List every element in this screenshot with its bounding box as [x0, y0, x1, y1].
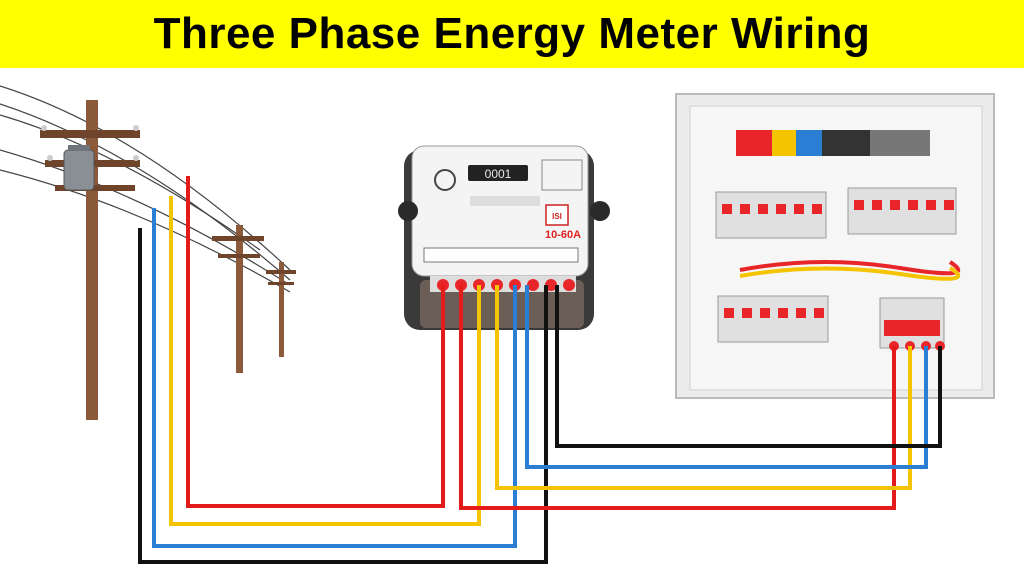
meter-display [468, 165, 528, 181]
meter-terminal-block [430, 276, 576, 292]
wire-yellow-input [169, 196, 481, 526]
isi-mark-text: ISI [552, 212, 562, 221]
wiring-diagram: 0001 ISI 10-60A [0, 85, 995, 564]
meter-rating: 10-60A [545, 229, 581, 241]
isi-mark-icon [545, 204, 569, 226]
wire-black-input [138, 228, 548, 564]
utility-pole-mid [212, 225, 264, 373]
wire-blue-input [152, 208, 517, 548]
wire-black-output [555, 285, 942, 448]
meter-logo-icon [434, 169, 456, 191]
wire-yellow-output [495, 285, 912, 490]
mcb-row-3 [717, 295, 829, 343]
overhead-lines [0, 85, 291, 293]
mcb-row-1 [715, 191, 827, 239]
busbar-top [736, 130, 930, 156]
utility-pole-near [40, 100, 140, 420]
supply-wires [138, 176, 548, 564]
transformer-icon [63, 145, 95, 191]
load-wires [459, 285, 942, 510]
meter-reading: 0001 [485, 167, 512, 181]
meter-circuit-label [541, 159, 583, 191]
distribution-panel [675, 93, 995, 399]
energy-meter: 0001 ISI 10-60A [398, 145, 610, 330]
title-banner: Three Phase Energy Meter Wiring [0, 0, 1024, 68]
mcb-row-2 [847, 187, 957, 235]
main-switch [879, 297, 945, 351]
page-title: Three Phase Energy Meter Wiring [153, 9, 871, 58]
utility-pole-far [266, 262, 296, 357]
wire-red-output [459, 285, 896, 510]
wire-red-input [186, 176, 445, 508]
wire-blue-output [525, 285, 928, 469]
